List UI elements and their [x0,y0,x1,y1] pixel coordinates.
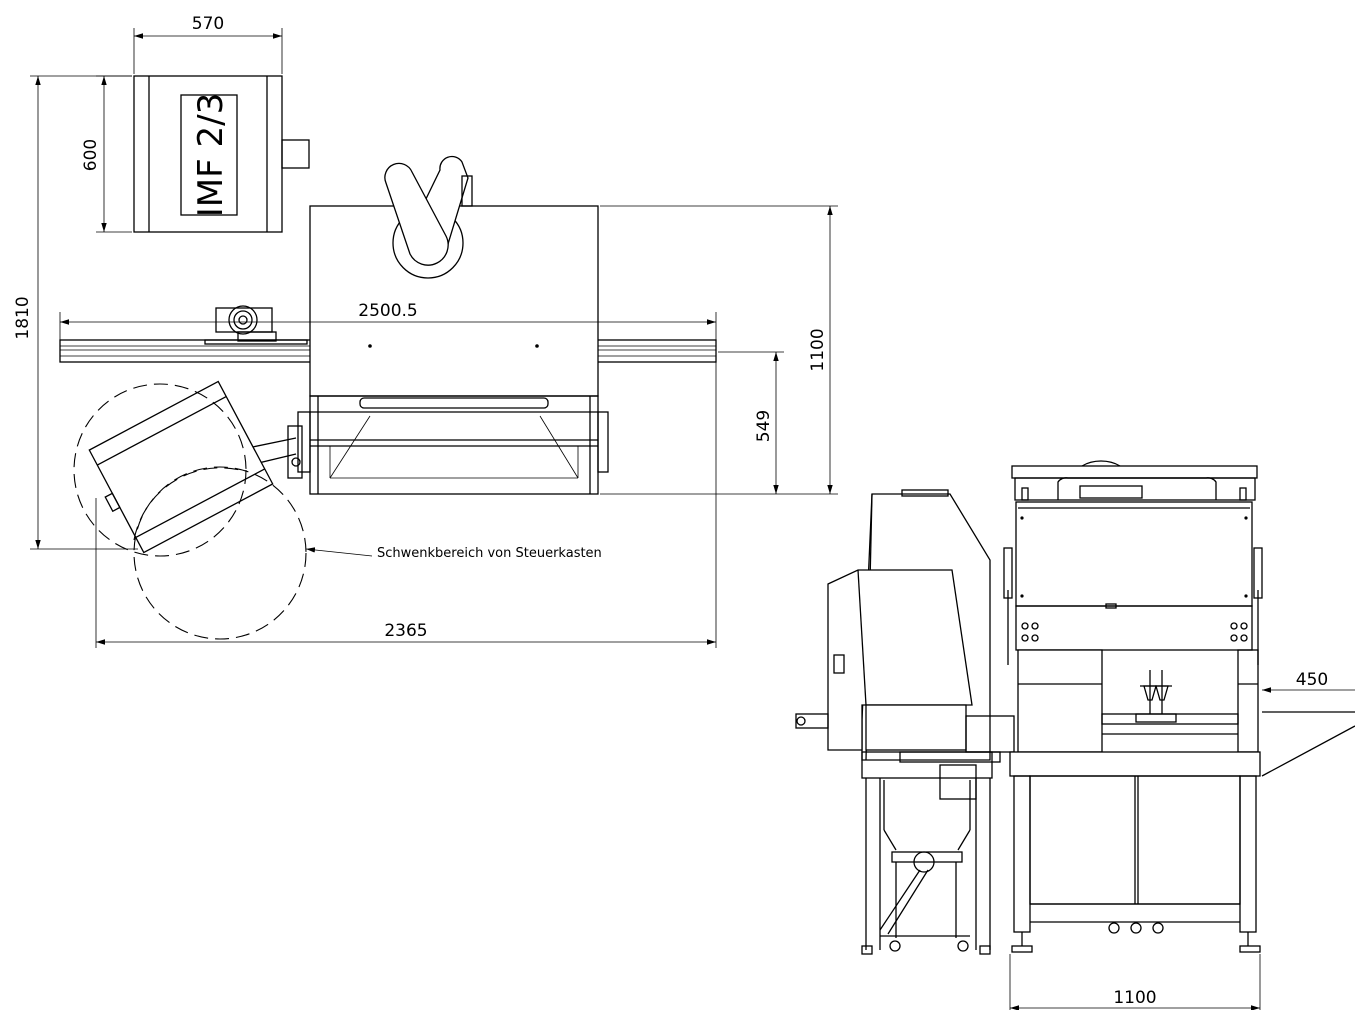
dim-front-width-value: 1100 [1113,988,1156,1008]
dim-total-height-value: 1810 [13,296,33,339]
dim-side-offset-value: 450 [1296,670,1328,690]
control-box-label: IMF 2/3 [191,93,231,217]
dim-depth: 1100 [600,205,838,495]
dim-total-width-value: 2365 [384,621,427,641]
control-box-swing [88,380,274,554]
dim-total-width: 2365 [95,362,717,648]
control-unit-front [795,489,1001,955]
dim-total-height: 1810 [13,75,138,550]
dim-rail-length: 2500.5 [59,301,717,340]
front-view: 450 1100 [795,460,1355,1010]
dim-height-box-value: 600 [81,139,101,171]
machine-front [965,460,1355,953]
control-box-top: IMF 2/3 [133,75,310,233]
dim-front-width: 1100 [1009,954,1261,1010]
dim-height-box: 600 [81,75,132,233]
dim-side-offset: 450 [1262,670,1355,693]
dim-width-top: 570 [133,14,283,74]
swing-area [73,383,307,640]
machine-body-top [287,155,609,495]
dim-rail-length-value: 2500.5 [358,301,417,321]
swing-area-annotation: Schwenkbereich von Steuerkasten [305,546,602,561]
dim-half-depth-value: 549 [754,410,774,442]
dim-width-top-value: 570 [192,14,224,34]
dim-half-depth: 549 [718,351,784,494]
top-view: IMF 2/3 570 600 1810 [13,14,838,648]
swing-area-label: Schwenkbereich von Steuerkasten [377,546,602,561]
dim-depth-value: 1100 [808,328,828,371]
